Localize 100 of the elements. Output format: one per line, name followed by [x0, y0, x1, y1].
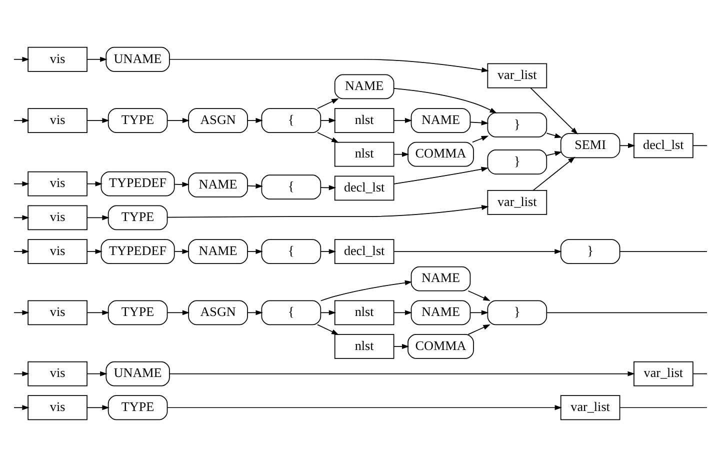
node-box: TYPEDEF [100, 238, 175, 264]
arrow [470, 120, 489, 125]
arrow [169, 58, 489, 72]
node-box: var_list [560, 394, 620, 420]
node-box: { [261, 108, 322, 132]
arrow [166, 204, 489, 218]
arrow [247, 310, 263, 315]
arrow [86, 404, 110, 410]
arrow [530, 86, 578, 134]
arrow [86, 117, 110, 123]
arrow [174, 248, 190, 254]
node-box: { [261, 300, 322, 325]
node-box: decl_lst [334, 175, 394, 200]
node-box: vis [28, 394, 88, 420]
arrow [394, 88, 498, 113]
node-box: nlst [334, 108, 394, 132]
node-box: } [487, 149, 548, 174]
arrow [86, 214, 110, 220]
node-box: decl_lst [634, 132, 694, 158]
node-box: COMMA [408, 334, 474, 358]
arrow [317, 98, 339, 108]
arrow [468, 324, 490, 334]
node-box: vis [28, 108, 88, 132]
node-box: nlst [334, 334, 394, 358]
node-box: vis [28, 360, 88, 386]
node-box: vis [28, 204, 88, 230]
arrow [14, 404, 30, 410]
arrow [167, 310, 190, 315]
connector [546, 312, 708, 313]
arrow [546, 132, 562, 138]
arrow [86, 248, 102, 254]
arrow [546, 150, 562, 156]
node-box: COMMA [408, 141, 474, 166]
node-box: TYPEDEF [100, 170, 175, 196]
arrow [393, 310, 412, 315]
node-box: } [487, 300, 548, 325]
node-box: } [487, 112, 548, 137]
arrow [317, 324, 339, 334]
node-box: nlst [334, 300, 394, 325]
arrow [86, 370, 108, 376]
node-box: vis [28, 170, 88, 196]
node-box: TYPE [108, 108, 168, 132]
node-box: vis [28, 46, 88, 72]
arrow [166, 404, 562, 410]
connector [692, 372, 708, 374]
node-box: var_list [634, 360, 694, 386]
connector [692, 144, 708, 146]
node-box: { [261, 238, 322, 264]
node-box: NAME [410, 108, 471, 132]
arrow [174, 181, 190, 186]
node-box: { [261, 174, 322, 200]
arrow [394, 248, 562, 254]
connector [620, 406, 708, 408]
node-box: var_list [487, 62, 548, 88]
arrow [320, 280, 412, 301]
node-box: NAME [410, 266, 471, 291]
arrow [86, 56, 108, 62]
node-box: } [560, 238, 620, 264]
arrow [320, 310, 336, 315]
node-box: NAME [410, 300, 471, 325]
node-box: NAME [334, 74, 394, 99]
arrow [619, 142, 636, 148]
arrow [393, 343, 410, 349]
connector [620, 250, 708, 252]
arrow [86, 310, 110, 315]
arrow [14, 214, 30, 220]
arrow [167, 117, 190, 123]
node-box: TYPE [108, 300, 168, 325]
arrow [14, 310, 30, 315]
arrow [14, 117, 30, 123]
arrow [468, 290, 490, 300]
arrow [14, 180, 30, 186]
arrow [320, 248, 336, 254]
node-box: ASGN [188, 300, 248, 325]
node-box: NAME [188, 238, 248, 264]
arrow [14, 56, 30, 62]
node-box: nlst [334, 141, 394, 166]
arrow [86, 180, 102, 186]
node-box: ASGN [188, 108, 248, 132]
node-box: SEMI [560, 132, 620, 158]
arrow [247, 183, 263, 188]
node-box: var_list [487, 189, 548, 214]
arrow [247, 117, 263, 123]
node-box: TYPE [108, 204, 168, 230]
arrow [14, 248, 30, 254]
arrow [317, 132, 339, 142]
arrow [320, 184, 336, 190]
node-box: vis [28, 238, 88, 264]
arrow [470, 310, 489, 315]
node-box: decl_lst [334, 238, 394, 264]
arrow [393, 151, 410, 156]
node-box: TYPE [108, 394, 168, 420]
arrow [169, 370, 635, 376]
arrow [532, 156, 576, 190]
node-box: vis [28, 300, 88, 325]
arrow [472, 135, 489, 142]
node-box: NAME [188, 172, 248, 197]
arrow [393, 117, 412, 123]
arrow [393, 166, 489, 184]
node-box: UNAME [106, 360, 170, 386]
